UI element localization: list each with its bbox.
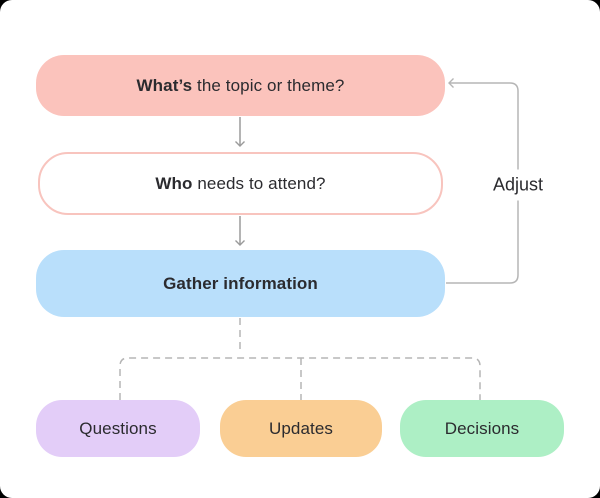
node-gather-label: Gather information xyxy=(163,273,318,293)
node-attend-rest-text: needs to attend? xyxy=(192,173,326,193)
node-topic-label: What’s the topic or theme? xyxy=(137,76,345,96)
node-topic-bold-text: What’s xyxy=(136,75,193,95)
node-gather: Gather information xyxy=(36,250,445,317)
node-updates-label: Updates xyxy=(268,418,334,438)
node-topic-rest-text: the topic or theme? xyxy=(192,75,345,95)
node-attend-bold-text: Who xyxy=(155,173,193,193)
node-attend-label: Who needs to attend? xyxy=(155,174,325,194)
dashed-branch-group xyxy=(119,318,481,400)
node-updates: Updates xyxy=(220,400,382,457)
adjust-loop-label: Adjust xyxy=(488,169,548,201)
node-attend: Who needs to attend? xyxy=(38,152,443,215)
dashed-branch-outer xyxy=(119,357,481,400)
node-questions: Questions xyxy=(36,400,200,457)
node-decisions-label: Decisions xyxy=(444,418,520,438)
node-questions-label: Questions xyxy=(79,418,157,438)
node-topic: What’s the topic or theme? xyxy=(36,55,445,116)
node-decisions: Decisions xyxy=(400,400,564,457)
